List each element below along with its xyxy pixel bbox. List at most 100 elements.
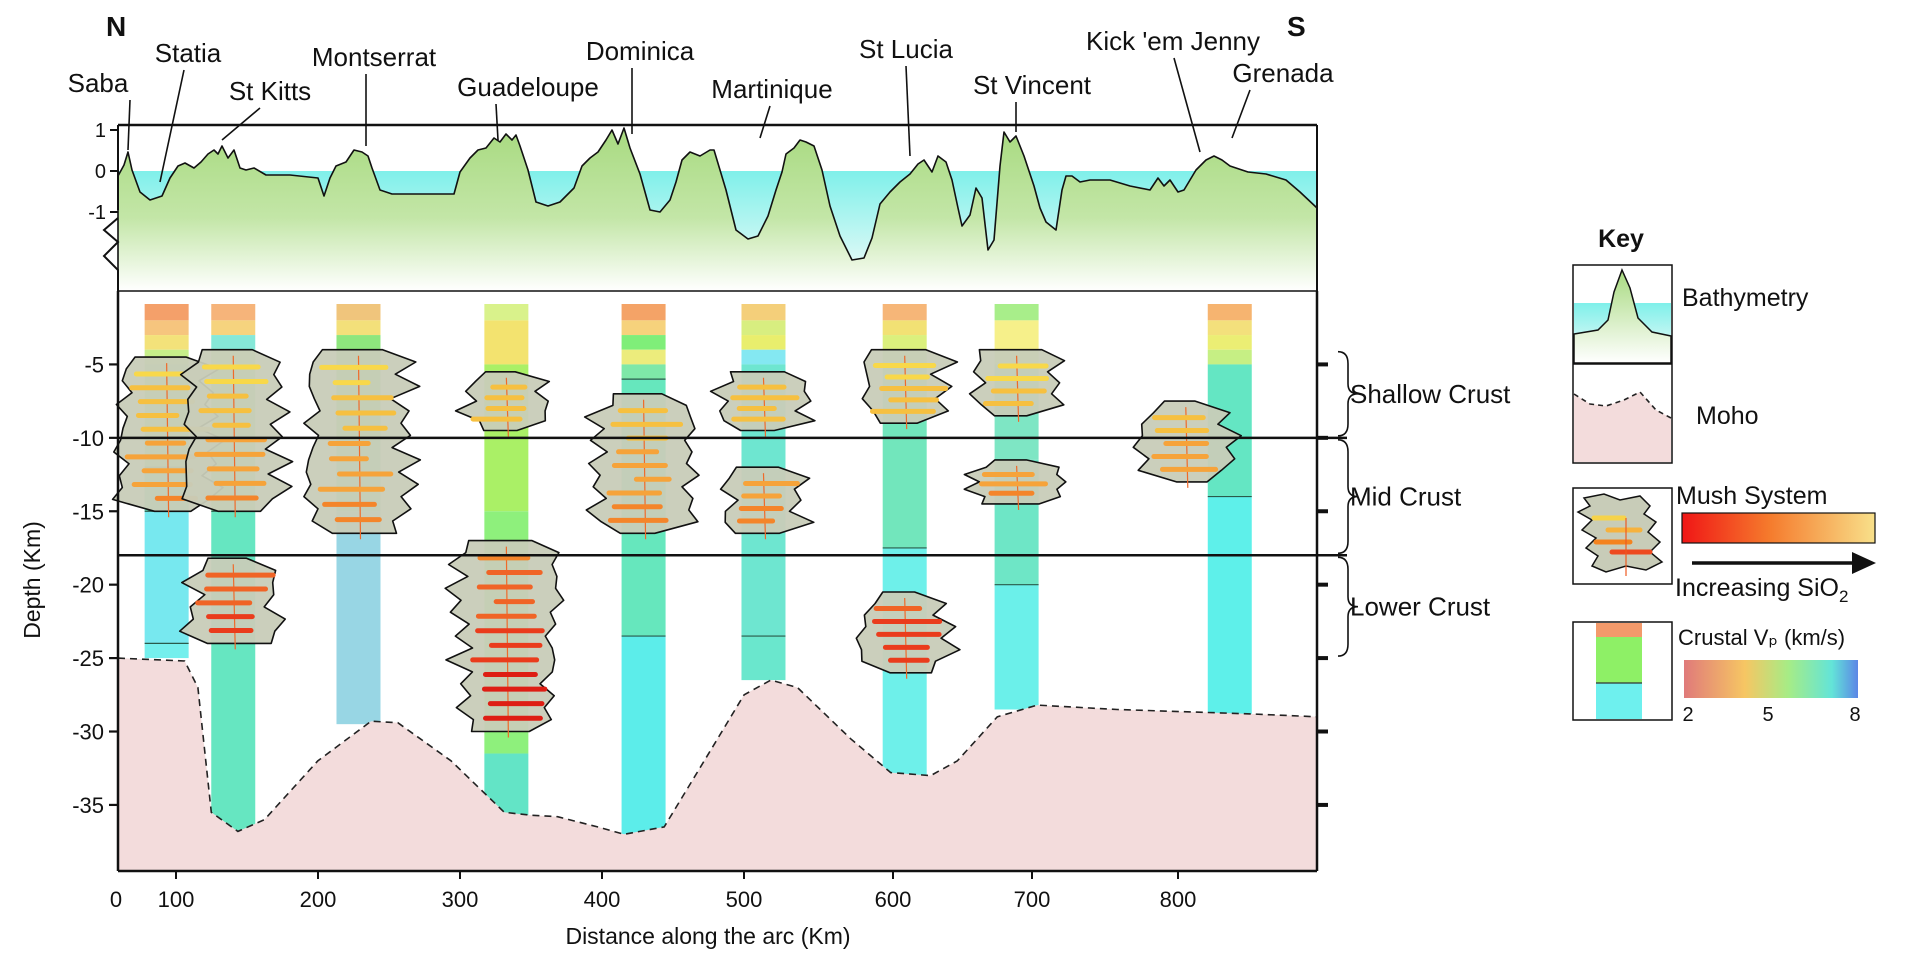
velocity-layer [484,304,529,321]
key-sio2-arrowhead [1852,552,1876,574]
island-leader-line [905,65,911,157]
mush-system [303,348,422,540]
axis-break-symbol [102,217,120,291]
mush-system [861,348,959,430]
island-leader-line [127,99,131,151]
mush-dyke [1185,407,1189,488]
key-moho-swatch [1574,392,1671,462]
mush-outline [709,371,816,432]
velocity-layer [484,320,529,365]
distance-tick-label: 800 [1160,887,1197,912]
mush-system [178,557,286,650]
island-label: Kick 'em Jenny [1086,26,1260,56]
mush-bodies [111,348,1242,738]
velocity-layer [1207,349,1252,365]
velocity-layer [621,364,666,380]
velocity-layer [1207,335,1252,350]
key-moho-label: Moho [1696,402,1759,430]
depth-tick-label: -25 [72,646,104,671]
distance-tick-label: 400 [584,887,621,912]
key-title: Key [1598,225,1644,253]
velocity-layer [741,304,786,321]
crust-zone-label: Lower Crust [1350,592,1491,622]
velocity-layer [621,335,666,350]
key-vp-swatch-bottom [1596,683,1642,719]
crust-zone-bracket [1337,439,1359,555]
velocity-layer [144,320,189,336]
island-leader-line [221,107,261,141]
compass-south: S [1287,11,1306,42]
velocity-layer [882,320,927,336]
distance-tick-label: 600 [875,887,912,912]
mush-system [709,371,816,437]
island-leader-line [759,105,771,139]
island-label: St Lucia [859,34,953,64]
mush-system [454,371,551,437]
mush-system [583,393,700,540]
key-vp-swatch-mid [1596,637,1642,683]
moho-region [118,658,1317,871]
velocity-layer [144,643,189,659]
velocity-layer [336,511,381,725]
bathy-ticks: 1 0 -1 [88,120,118,224]
mush-system [855,591,961,679]
velocity-layer [336,304,381,321]
mush-system [963,459,1067,510]
velocity-layer [741,349,786,365]
mush-system [719,466,815,540]
velocity-layer [621,636,666,835]
island-leader-line [1173,57,1201,153]
key-bathymetry-swatch [1573,267,1672,364]
island-label: Statia [155,38,222,68]
bathymetry-panel: 1 0 -1 [88,120,1318,292]
velocity-layer [741,636,786,681]
distance-tick-label: 0 [110,887,122,912]
mush-outline [179,348,294,513]
key-vp-tick: 2 [1682,704,1693,726]
crust-zone-label: Shallow Crust [1350,379,1511,409]
velocity-layer [211,335,256,350]
velocity-layer [144,304,189,321]
velocity-column [621,304,666,835]
island-label: Grenada [1232,58,1334,88]
crust-zone-bracket [1337,556,1359,657]
key-bathymetry-label: Bathymetry [1682,284,1809,312]
depth-tick-label: -5 [84,352,104,377]
distance-tick-label: 300 [442,887,479,912]
depth-ticks: -5-10-15-20-25-30-35 [72,352,1328,818]
velocity-layer [621,320,666,336]
velocity-layer [336,320,381,336]
mush-system [968,348,1066,422]
velocity-layer [211,320,256,336]
compass-north: N [106,11,126,42]
mush-outline [444,539,565,733]
island-label: Dominica [586,36,695,66]
mush-system [179,348,294,518]
velocity-layer [882,335,927,350]
key-mush-colorbar [1681,512,1876,544]
key-vp-colorbar [1684,660,1858,698]
bathy-tick-label: -1 [88,202,106,224]
island-leader-line [1231,89,1251,139]
mush-dyke [232,564,236,650]
mush-outline [454,371,551,432]
velocity-layer [211,304,256,321]
velocity-column [1207,304,1252,717]
velocity-layer [144,511,189,644]
velocity-layer [1207,320,1252,336]
distance-axis-label: Distance along the arc (Km) [565,923,850,949]
bathymetry-profile [117,127,1318,292]
island-label: Martinique [711,74,832,104]
island-label: Saba [68,68,129,98]
bathy-tick-label: 0 [95,161,106,183]
depth-tick-label: -30 [72,720,104,745]
velocity-layer [994,584,1039,710]
key-vp-tick: 8 [1849,704,1860,726]
key-vp-swatch-top [1596,623,1642,637]
island-label: Montserrat [312,42,437,72]
key-sio2-label: Increasing SiO2 [1675,574,1848,606]
